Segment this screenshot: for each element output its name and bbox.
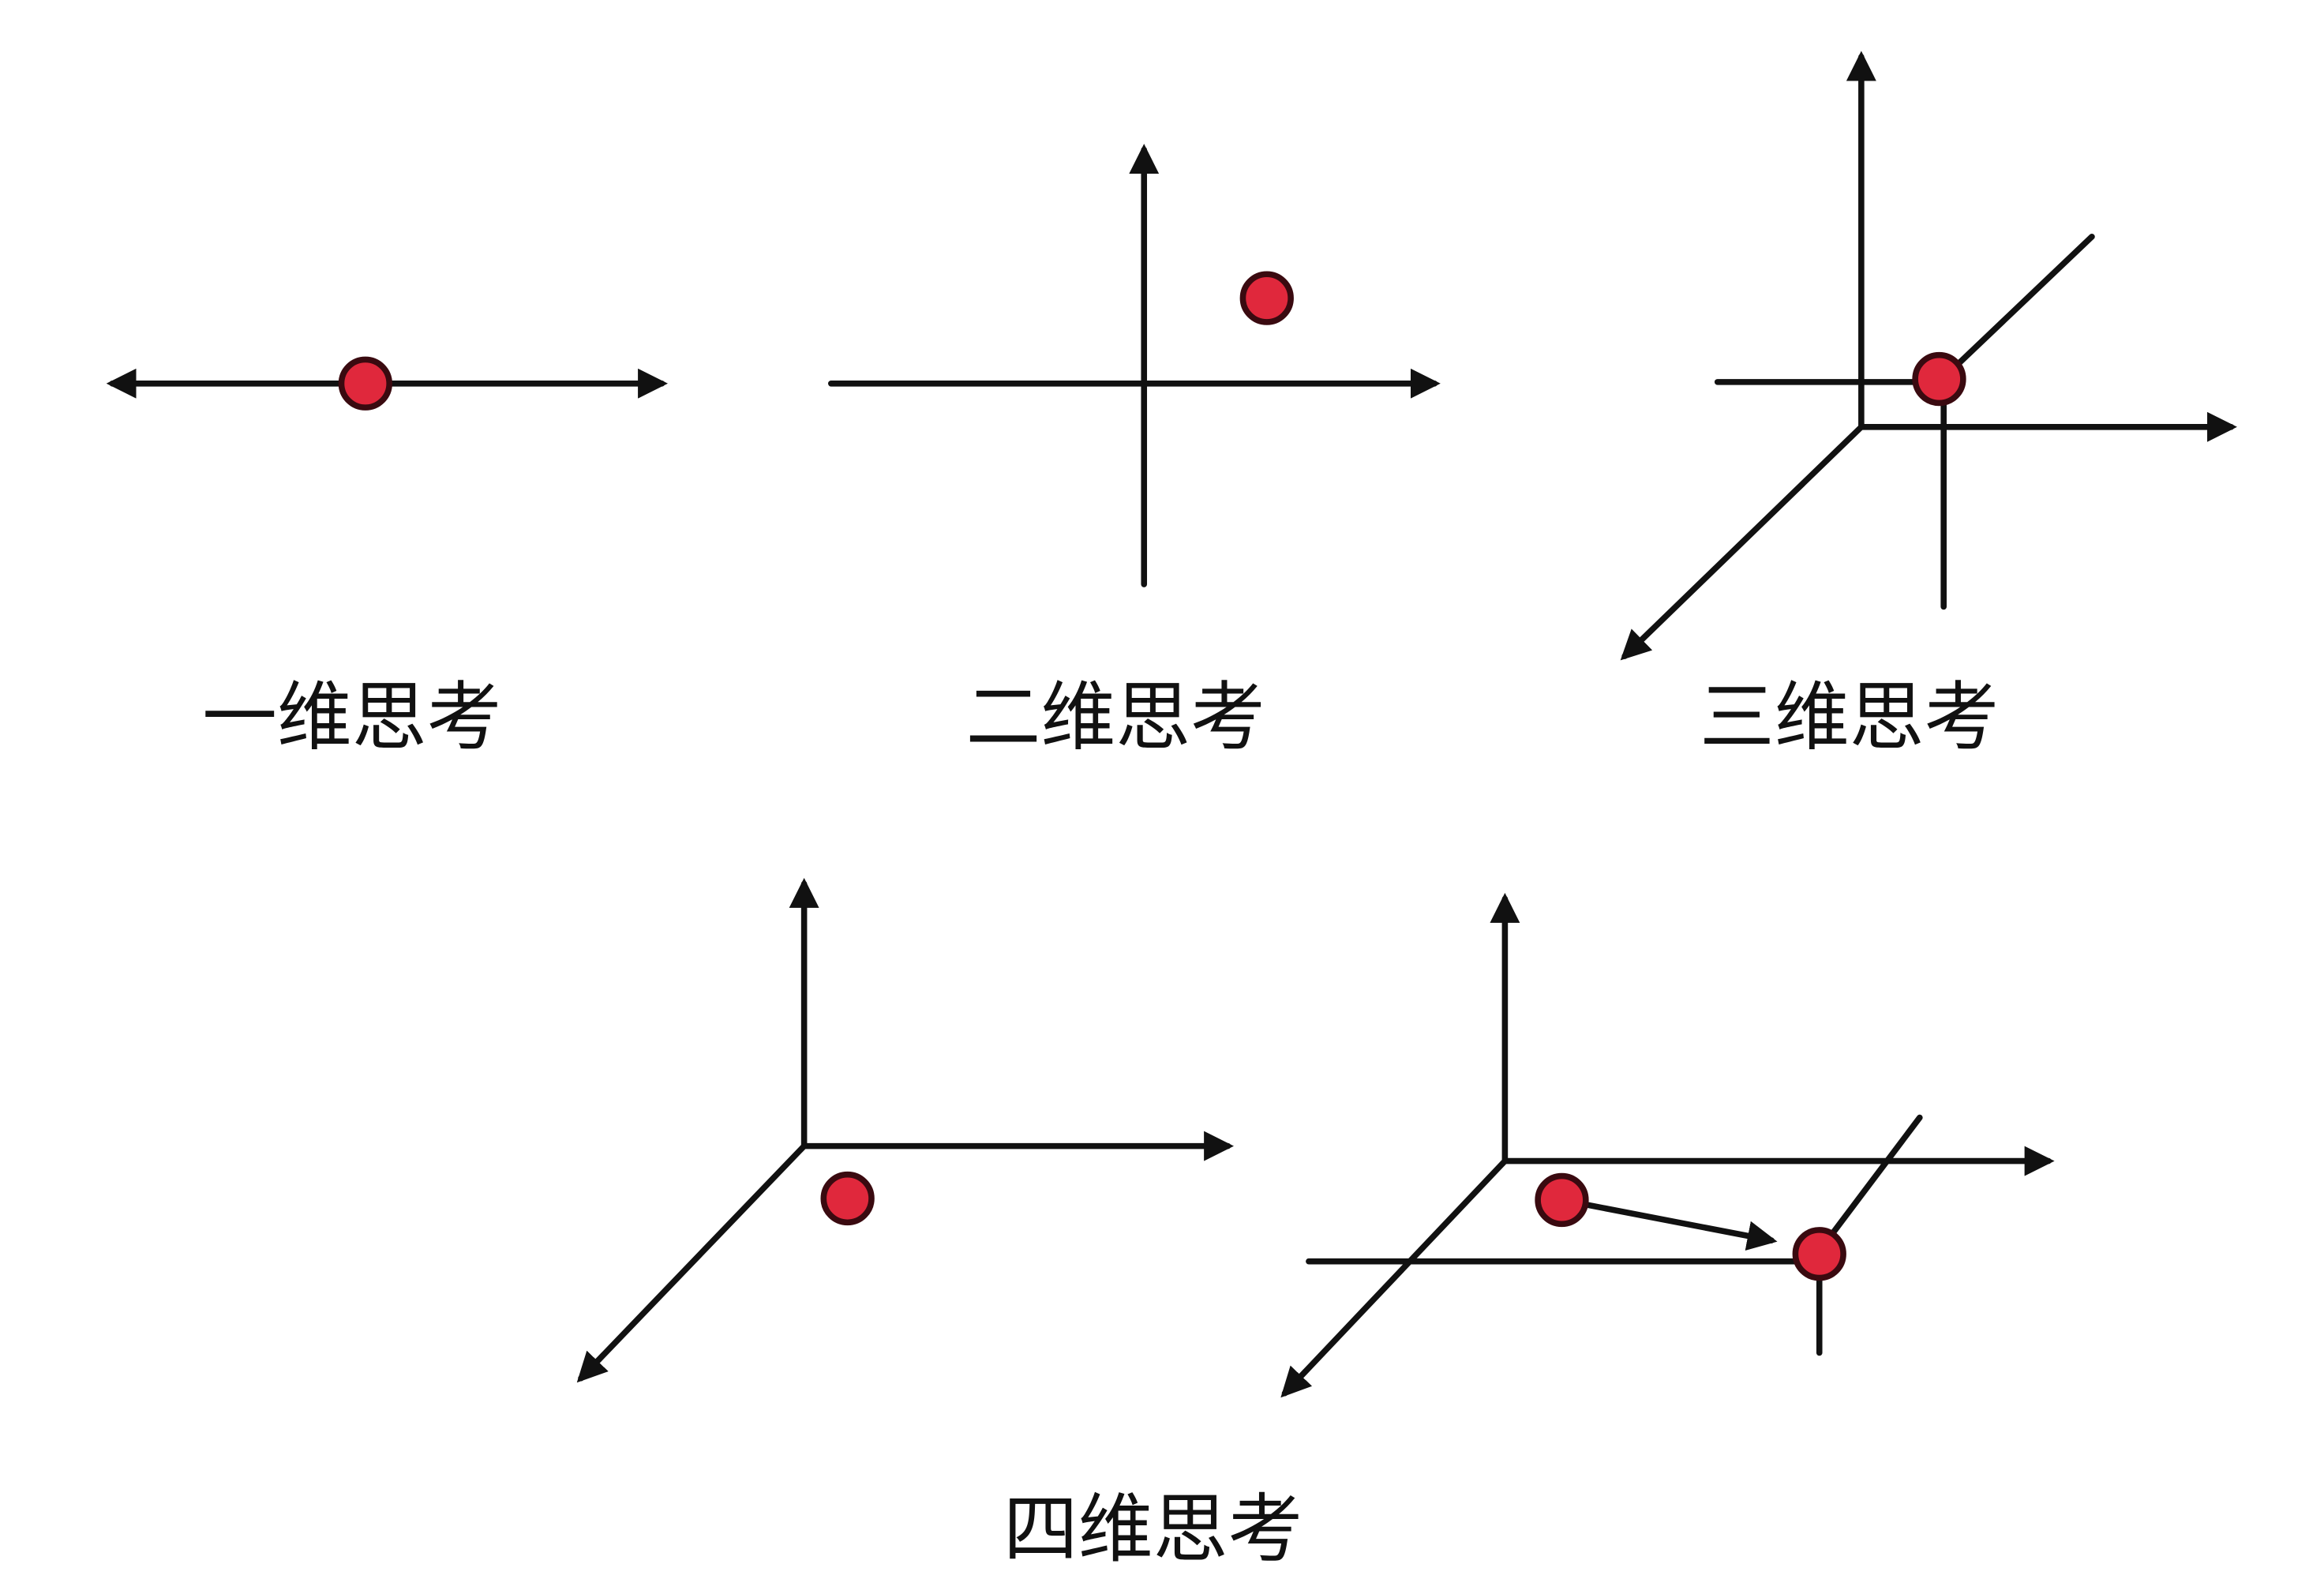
- one-dimension-label: 一维思考: [202, 674, 501, 761]
- four-dimension-panel-right: [1280, 892, 2055, 1398]
- two-dimension-panel: 二维思考: [827, 144, 1441, 761]
- four-dimension-label: 四维思考: [1003, 1487, 1303, 1573]
- start-point-marker: [1535, 1172, 1589, 1228]
- point-marker: [1912, 351, 1966, 407]
- point-marker: [820, 1171, 875, 1226]
- point-marker: [1239, 271, 1294, 325]
- y-axis-arrow: [1280, 1157, 1509, 1398]
- y-axis-arrow: [1620, 424, 1865, 661]
- y-axis-arrow: [576, 1142, 808, 1383]
- projection-line: [1936, 234, 2095, 385]
- end-point-marker: [1792, 1227, 1846, 1281]
- point-marker: [338, 356, 392, 411]
- one-dimension-panel: 一维思考: [106, 356, 669, 761]
- projection-line: [1816, 1114, 1923, 1255]
- motion-arrow: [1558, 1197, 1778, 1251]
- three-dimension-label: 三维思考: [1700, 674, 1999, 761]
- three-dimension-panel: 三维思考: [1620, 51, 2237, 761]
- four-dimension-panel-left: [576, 877, 1235, 1383]
- two-dimension-label: 二维思考: [966, 674, 1265, 761]
